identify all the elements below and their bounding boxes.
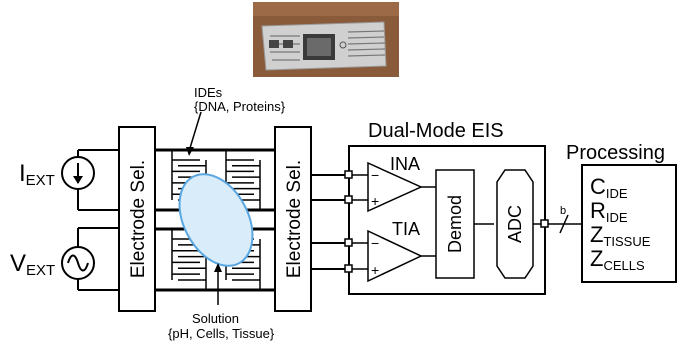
left-selector-label: Electrode Sel. bbox=[128, 160, 149, 278]
amp-input-wires bbox=[352, 174, 368, 270]
tia-minus-sign: − bbox=[371, 235, 379, 251]
dual-mode-eis: Dual-Mode EIS − + INA − + TIA D bbox=[344, 120, 549, 295]
ina-amplifier-icon bbox=[367, 161, 423, 213]
processing-output-label: RIDE bbox=[590, 198, 628, 225]
ide-label-line1: IDEs bbox=[194, 85, 223, 100]
solution-label-line2: {pH, Cells, Tissue} bbox=[168, 326, 275, 341]
processing-title: Processing bbox=[566, 142, 665, 164]
ina-plus-sign: + bbox=[371, 193, 379, 209]
solution-droplet bbox=[178, 173, 254, 267]
tia-amplifier-icon bbox=[367, 229, 423, 283]
left-selector-box bbox=[118, 126, 156, 312]
chip-pad bbox=[283, 40, 293, 48]
right-selector-label: Electrode Sel. bbox=[284, 160, 305, 278]
sensor-chip-photo bbox=[253, 2, 399, 77]
right-selector-box bbox=[274, 126, 312, 312]
current-arrow-icon bbox=[73, 176, 83, 184]
source-wiring bbox=[77, 149, 119, 291]
chip-window-inner bbox=[307, 38, 331, 56]
eis-title: Dual-Mode EIS bbox=[368, 120, 504, 142]
chip-hole bbox=[339, 41, 347, 49]
voltage-source: VEXT bbox=[10, 246, 95, 280]
solution-annotation: Solution {pH, Cells, Tissue} bbox=[168, 263, 275, 341]
processing-output-label: ZTISSUE bbox=[590, 222, 651, 249]
ide-pointer-arrow-icon bbox=[186, 147, 194, 156]
bus-width-label: b bbox=[560, 205, 566, 217]
ide-pointer-line bbox=[189, 111, 202, 149]
solution-label-line1: Solution bbox=[192, 311, 239, 326]
adc-block bbox=[496, 169, 534, 279]
output-bus: b bbox=[548, 205, 582, 234]
bus-slash bbox=[559, 214, 569, 234]
right-electrode-selector: Electrode Sel. bbox=[274, 126, 312, 312]
processing-output-label: ZCELLS bbox=[590, 246, 645, 273]
tia-plus-sign: + bbox=[371, 262, 379, 278]
ide-annotation: IDEs {DNA, Proteins} bbox=[186, 85, 286, 156]
current-source: IEXT bbox=[19, 156, 95, 190]
sine-wave-icon bbox=[67, 254, 89, 272]
ina-label: INA bbox=[390, 154, 420, 174]
ide-electrode-icon bbox=[171, 229, 207, 290]
left-electrode-selector: Electrode Sel. bbox=[118, 126, 156, 312]
vext-label: VEXT bbox=[10, 250, 55, 279]
adc-label: ADC bbox=[505, 205, 525, 243]
chip-pad bbox=[269, 40, 279, 48]
ide-array bbox=[155, 148, 275, 292]
processing-output-label: CIDE bbox=[590, 174, 628, 201]
solution-pointer-arrow-icon bbox=[214, 263, 222, 272]
iext-label: IEXT bbox=[19, 160, 55, 189]
processing-box bbox=[581, 164, 677, 283]
eis-output-port bbox=[540, 219, 549, 228]
ina-minus-sign: − bbox=[371, 167, 379, 183]
ide-electrode-icon bbox=[225, 150, 261, 210]
demod-label: Demod bbox=[445, 195, 465, 253]
amp-output-wires bbox=[421, 186, 436, 257]
selector-to-eis-wires bbox=[311, 174, 349, 270]
ide-label-line2: {DNA, Proteins} bbox=[194, 99, 286, 114]
photo-background-top bbox=[253, 2, 399, 16]
tia-label: TIA bbox=[392, 219, 420, 239]
